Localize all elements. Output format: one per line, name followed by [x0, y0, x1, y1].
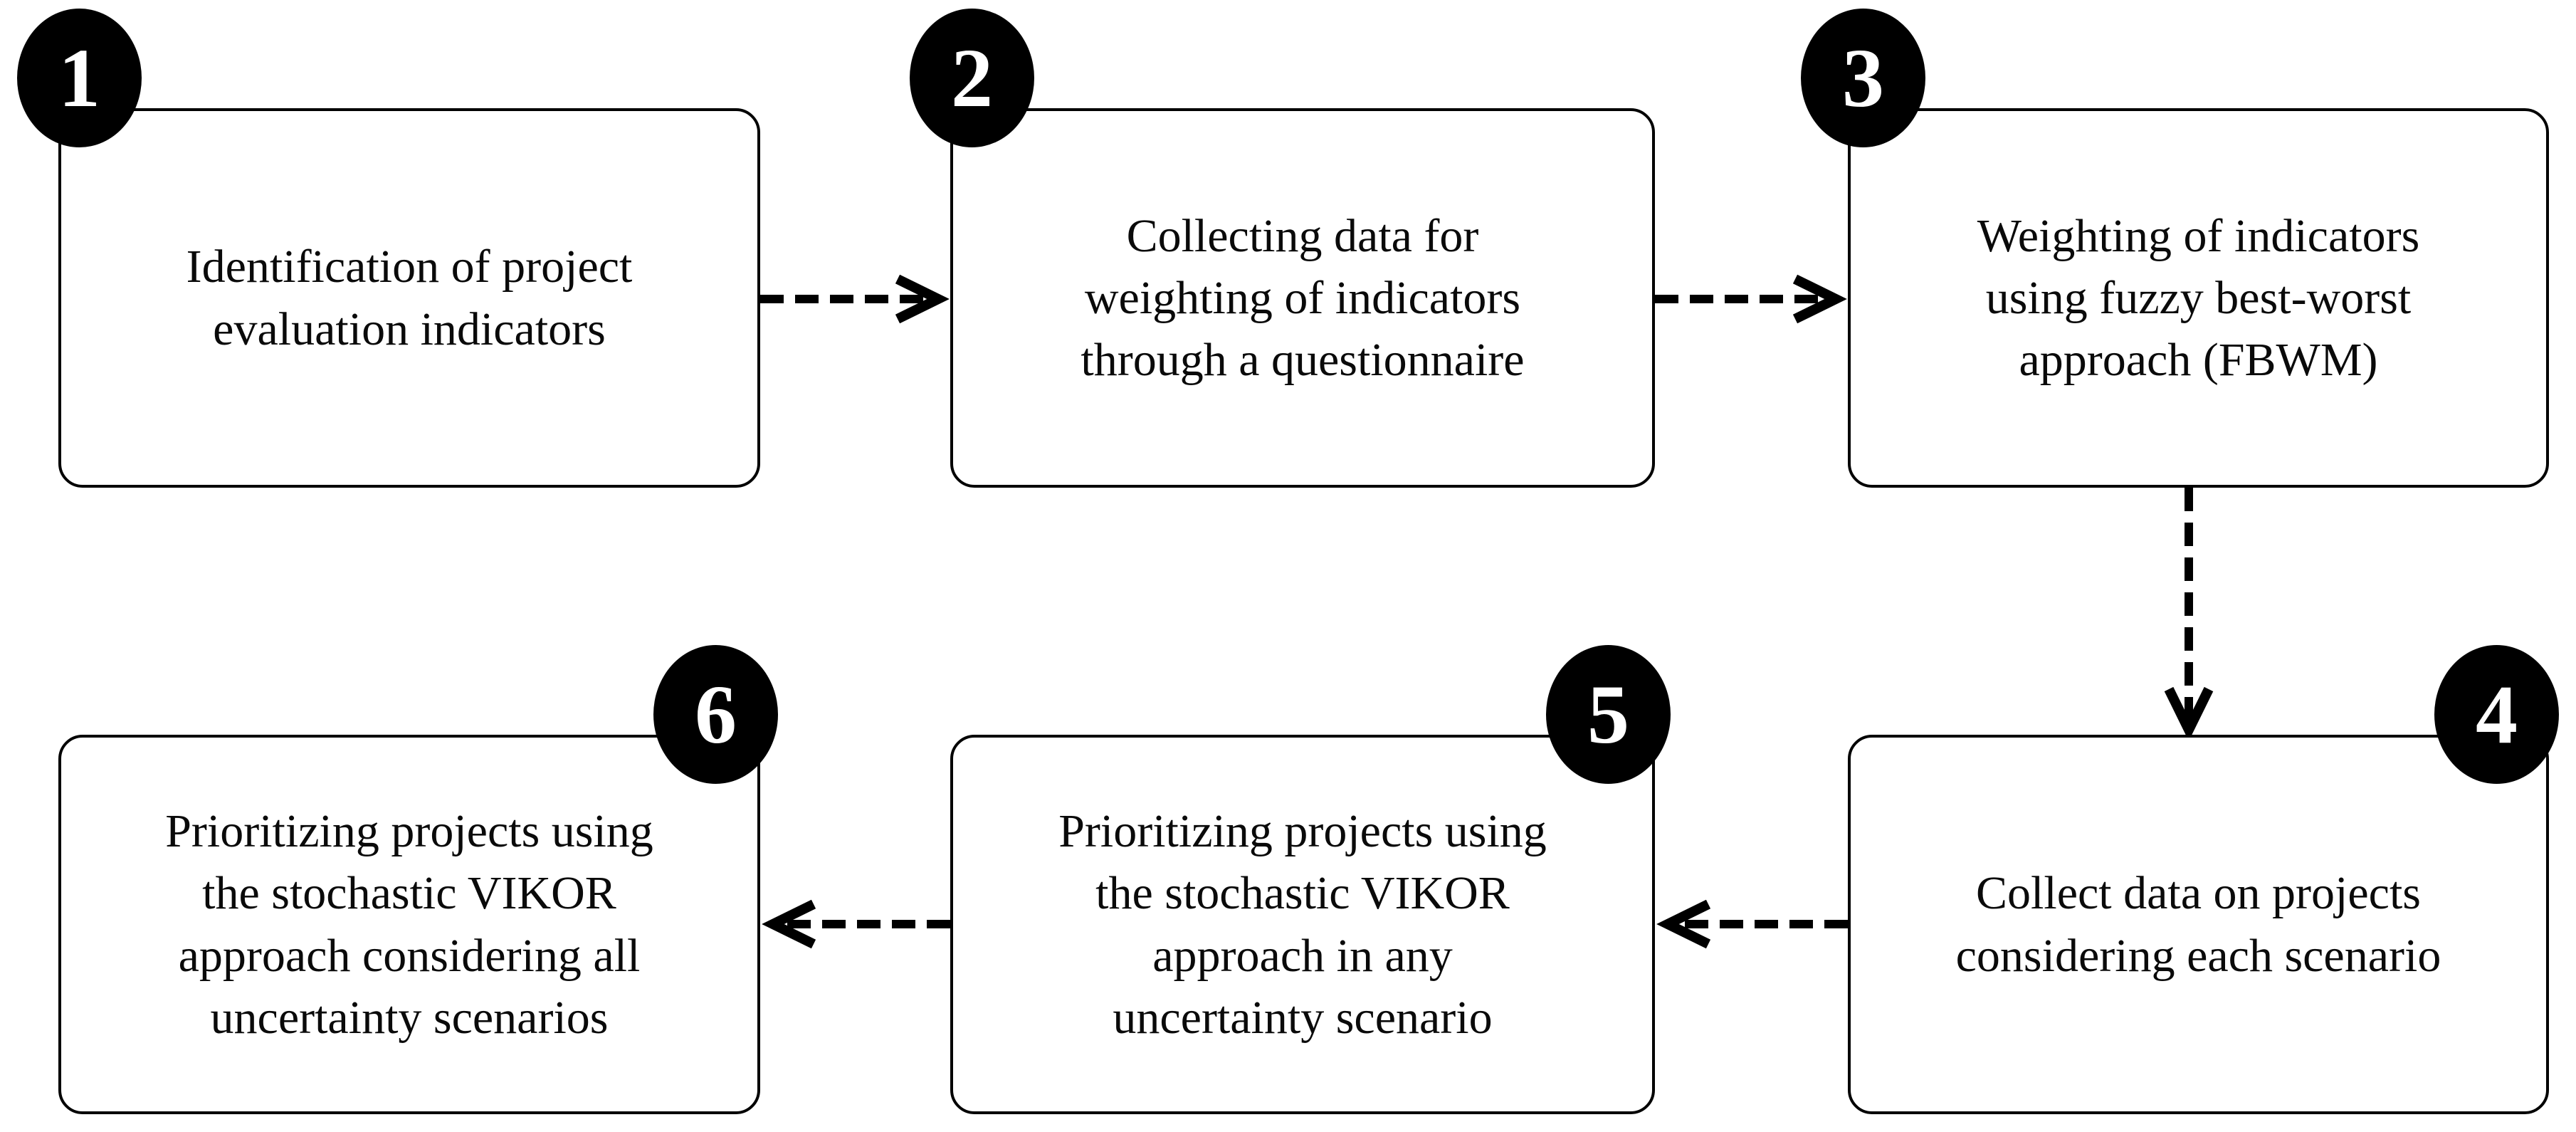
step-5-number-badge: 5 — [1546, 645, 1671, 784]
step-4-number-badge: 4 — [2434, 645, 2559, 784]
step-2-box: Collecting data for weighting of indicat… — [950, 108, 1655, 488]
step-3-label: Weighting of indicators using fuzzy best… — [1977, 209, 2420, 387]
step-4-number: 4 — [2476, 667, 2518, 761]
step-3-box: Weighting of indicators using fuzzy best… — [1848, 108, 2549, 488]
step-1-number-badge: 1 — [17, 9, 142, 147]
step-6-label: Prioritizing projects using the stochast… — [165, 805, 653, 1044]
connector-arrow-step2-to-step3 — [1655, 274, 1847, 324]
step-2-number: 2 — [951, 31, 993, 125]
step-6-number: 6 — [695, 667, 737, 761]
step-6-box: Prioritizing projects using the stochast… — [58, 735, 760, 1114]
step-3-number: 3 — [1842, 31, 1884, 125]
connector-arrow-step5-to-step6 — [762, 899, 950, 949]
step-4-box: Collect data on projects considering eac… — [1848, 735, 2549, 1114]
step-2-label: Collecting data for weighting of indicat… — [1081, 209, 1525, 387]
step-5-label: Prioritizing projects using the stochast… — [1058, 805, 1547, 1044]
step-2-number-badge: 2 — [910, 9, 1034, 147]
step-1-label: Identification of project evaluation ind… — [186, 241, 633, 355]
step-1-number: 1 — [58, 31, 100, 125]
step-1-box: Identification of project evaluation ind… — [58, 108, 760, 488]
step-5-number: 5 — [1587, 667, 1629, 761]
step-3-number-badge: 3 — [1801, 9, 1925, 147]
connector-arrow-step1-to-step2 — [760, 274, 950, 324]
step-6-number-badge: 6 — [653, 645, 778, 784]
step-4-label: Collect data on projects considering eac… — [1955, 867, 2441, 982]
connector-arrow-step4-to-step5 — [1656, 899, 1848, 949]
step-5-box: Prioritizing projects using the stochast… — [950, 735, 1655, 1114]
connector-arrow-step3-to-step4 — [2164, 488, 2214, 735]
